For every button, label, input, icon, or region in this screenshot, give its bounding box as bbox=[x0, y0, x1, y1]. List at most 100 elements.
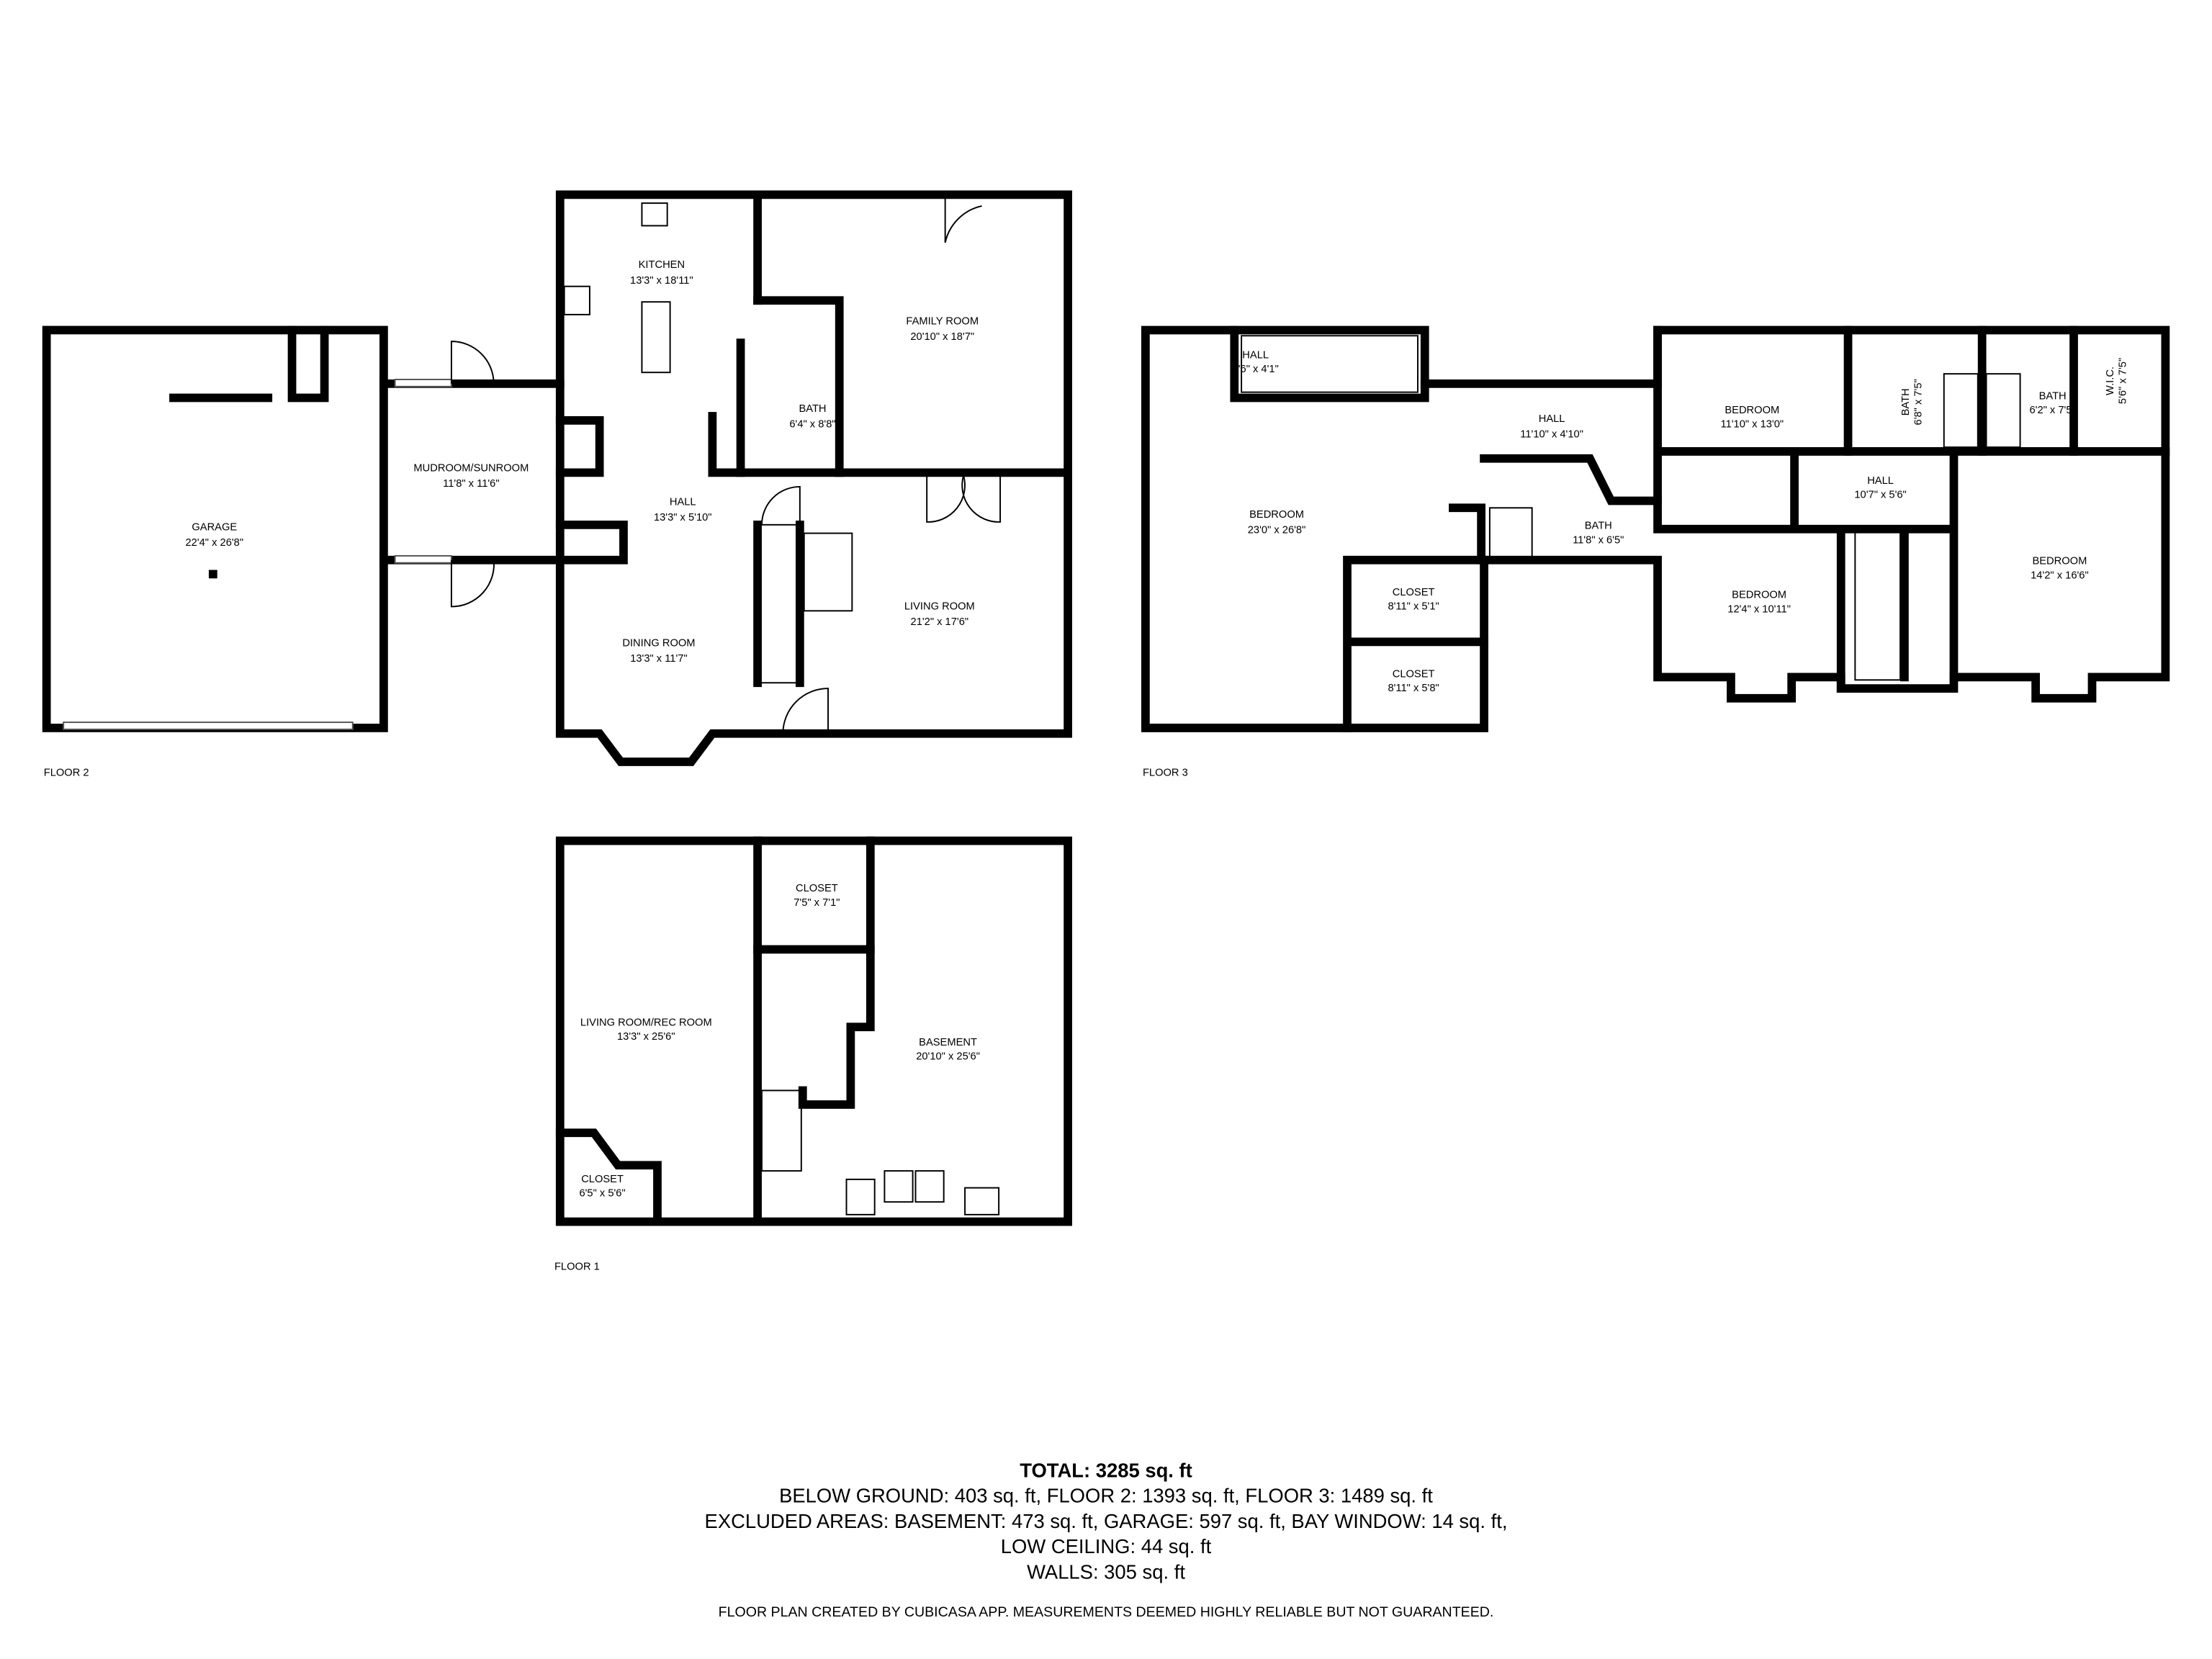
floor-label: FLOOR 1 bbox=[554, 1261, 600, 1272]
floor-1: CLOSET 7'5" x 7'1" LIVING ROOM/REC ROOM … bbox=[554, 836, 1072, 1272]
area-breakdown: BELOW GROUND: 403 sq. ft, FLOOR 2: 1393 … bbox=[779, 1485, 1433, 1507]
low-ceiling: LOW CEILING: 44 sq. ft bbox=[1001, 1535, 1212, 1557]
room-dims: 11'10" x 4'10" bbox=[1520, 428, 1583, 440]
wall bbox=[287, 325, 329, 403]
walls-area: WALLS: 305 sq. ft bbox=[1027, 1560, 1185, 1583]
main-walls bbox=[555, 190, 1072, 766]
room-dims: 2'6" x 4'1" bbox=[1233, 364, 1279, 375]
room-dims: 13'3" x 18'11" bbox=[630, 275, 693, 287]
door-swing[interactable] bbox=[782, 688, 830, 734]
room-dims: 10'7" x 5'6" bbox=[1854, 490, 1906, 501]
room-dims: 14'2" x 16'6" bbox=[2031, 570, 2089, 581]
room-name: LIVING ROOM/REC ROOM bbox=[580, 1017, 712, 1028]
room-dims: 5'6" x 7'5" bbox=[2117, 358, 2128, 404]
disclaimer: FLOOR PLAN CREATED BY CUBICASA APP. MEAS… bbox=[719, 1604, 1494, 1620]
room-name: HALL bbox=[1539, 413, 1565, 425]
stove bbox=[563, 285, 590, 315]
floor1-walls bbox=[555, 836, 1072, 1226]
room-dims: 6'2" x 7'5" bbox=[2030, 405, 2076, 416]
room-name: FAMILY ROOM bbox=[906, 316, 979, 328]
room-dims: 12'4" x 10'11" bbox=[1727, 603, 1791, 615]
floor-label: FLOOR 2 bbox=[44, 768, 89, 779]
wall bbox=[708, 296, 844, 477]
room-dims: 13'3" x 11'7" bbox=[630, 653, 687, 665]
room-dims: 8'11" x 5'8" bbox=[1388, 683, 1439, 694]
room-name: HALL bbox=[1242, 350, 1269, 361]
room-name: CLOSET bbox=[1393, 668, 1435, 680]
room-name: BATH bbox=[1585, 521, 1612, 532]
wall bbox=[1480, 454, 1662, 505]
door-swing[interactable] bbox=[450, 559, 495, 608]
kitchen-sink bbox=[641, 202, 668, 227]
wall bbox=[1653, 325, 2170, 693]
room-dims: 8'11" x 5'1" bbox=[1388, 601, 1439, 612]
room-name: BEDROOM bbox=[1249, 509, 1304, 521]
room-name: KITCHEN bbox=[639, 259, 685, 271]
wall bbox=[1343, 555, 1488, 732]
room-name: MUDROOM/SUNROOM bbox=[413, 462, 529, 474]
room-dims: 21'2" x 17'6" bbox=[911, 616, 969, 628]
room-dims: 20'10" x 18'7" bbox=[910, 331, 974, 343]
shower bbox=[1488, 507, 1533, 558]
window bbox=[394, 554, 452, 564]
room-dims: 13'3" x 25'6" bbox=[617, 1031, 675, 1043]
room-dims: 20'10" x 25'6" bbox=[916, 1051, 980, 1062]
stairs[interactable] bbox=[1241, 335, 1419, 393]
stairs[interactable] bbox=[760, 1089, 802, 1172]
room-name: BASEMENT bbox=[919, 1037, 977, 1048]
room-dims: 6'8" x 7'5" bbox=[1912, 379, 1924, 425]
garage-door[interactable] bbox=[63, 721, 354, 730]
bathtub bbox=[1985, 373, 2021, 449]
wall bbox=[798, 945, 875, 1109]
fireplace bbox=[803, 532, 853, 612]
room-dims: 6'4" x 8'8" bbox=[789, 419, 835, 431]
door-swing[interactable] bbox=[760, 485, 801, 525]
room-name: DINING ROOM bbox=[622, 637, 695, 649]
room-name: BEDROOM bbox=[2032, 556, 2087, 567]
room-name: HALL bbox=[670, 496, 696, 508]
room-name: BEDROOM bbox=[1732, 590, 1786, 601]
door-swing[interactable] bbox=[926, 475, 1002, 523]
post bbox=[208, 570, 217, 579]
dryer bbox=[884, 1170, 914, 1203]
room-name: HALL bbox=[1867, 475, 1894, 487]
room-dims: 13'3" x 5'10" bbox=[654, 512, 712, 523]
room-name: CLOSET bbox=[796, 883, 838, 894]
kitchen-island bbox=[641, 301, 671, 374]
door-swing[interactable] bbox=[944, 194, 982, 243]
wall bbox=[555, 1128, 662, 1226]
bathtub bbox=[1943, 373, 1979, 449]
room-name: CLOSET bbox=[581, 1174, 624, 1185]
laundry-sink bbox=[964, 1187, 1000, 1215]
floor-2: GARAGE 22'4" x 26'8" MUDROOM/SUNROOM 11'… bbox=[42, 190, 1072, 779]
room-name: BATH bbox=[799, 403, 826, 415]
room-dims: 7'5" x 7'1" bbox=[793, 897, 840, 909]
stairs[interactable] bbox=[1854, 531, 1901, 681]
window bbox=[394, 379, 452, 387]
room-name: BATH bbox=[2039, 390, 2067, 402]
room-name: GARAGE bbox=[192, 522, 237, 534]
wall bbox=[555, 415, 604, 477]
room-name: CLOSET bbox=[1393, 587, 1435, 598]
room-name: BEDROOM bbox=[1725, 405, 1779, 416]
appliance bbox=[914, 1170, 945, 1203]
wall bbox=[1449, 503, 1486, 565]
floor-label: FLOOR 3 bbox=[1143, 768, 1188, 779]
room-dims: 11'8" x 11'6" bbox=[443, 478, 499, 490]
wall bbox=[753, 836, 875, 954]
wall bbox=[1843, 325, 2078, 456]
room-dims: 6'5" x 5'6" bbox=[579, 1187, 625, 1199]
room-dims: 11'8" x 6'5" bbox=[1573, 534, 1624, 546]
excluded-areas: EXCLUDED AREAS: BASEMENT: 473 sq. ft, GA… bbox=[705, 1510, 1508, 1532]
room-dims: 11'10" x 13'0" bbox=[1720, 419, 1784, 431]
wall bbox=[555, 520, 628, 565]
room-name: W.I.C. bbox=[2105, 367, 2116, 395]
wall bbox=[1230, 325, 1429, 388]
room-name: BATH bbox=[1900, 388, 1912, 415]
stairs[interactable] bbox=[757, 523, 801, 684]
area-summary: TOTAL: 3285 sq. ft BELOW GROUND: 403 sq.… bbox=[705, 1459, 1508, 1620]
floor-3: HALL 2'6" x 4'1" HALL 11'10" x 4'10" BED… bbox=[1141, 325, 2170, 779]
door-swing[interactable] bbox=[450, 341, 495, 384]
room-dims: 22'4" x 26'8" bbox=[186, 537, 244, 549]
